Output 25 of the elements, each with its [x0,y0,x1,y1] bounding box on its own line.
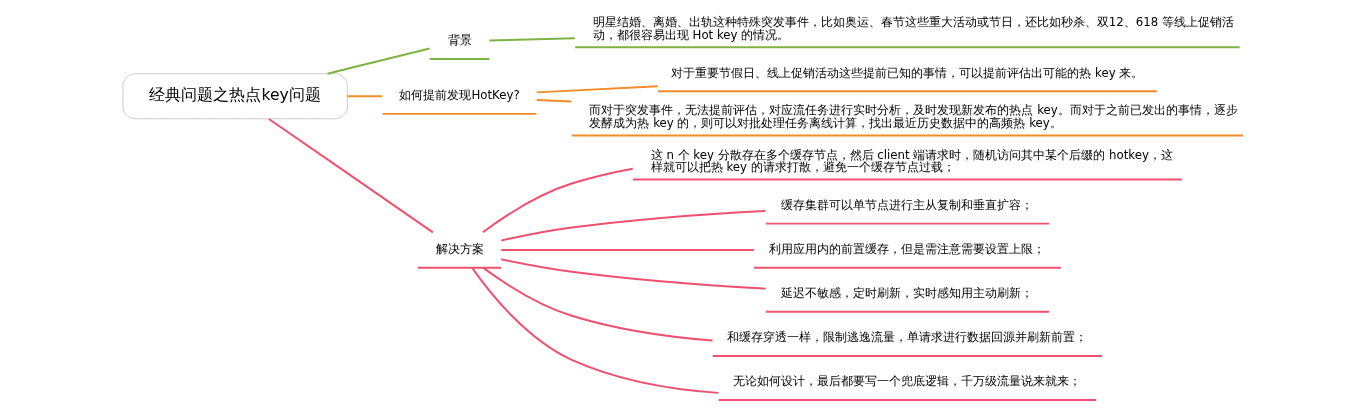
node-text: 和缓存穿透一样，限制逃逸流量，单请求进行数据回源并刷新前置； [727,330,1088,345]
connector [471,267,720,394]
node-text: 延迟不敏感，定时刷新，实时感知用主动刷新； [781,286,1034,301]
node-text: 解决方案 [435,242,484,257]
connector [500,258,767,290]
connector [481,167,634,234]
node-text: 这 n 个 key 分散存在多个缓存节点，然后 client 端请求时，随机访问其中某个后缀的 hotkey，这样就可以把热 key 的请求打散，避免一个缓存节点过载； [650,147,1173,175]
connector [267,117,434,234]
connector [500,249,755,252]
node-text: 而对于突发事件，无法提前评估，对应流任务进行实时分析，及时发现新发布的热点 key。而对于之前已发出的事情，逐步发酵成为热 key 的，则可以对批处理任务离线计算，找出最近历史数据中的高频热 key。 [589,103,1238,131]
node-text: 背景 [447,33,472,48]
connector [346,95,384,98]
node-text: 如何提前发现HotKey? [399,88,520,103]
node-box: 经典问题之热点key问题 [122,73,348,120]
connector [535,85,659,94]
node-text: 缓存集群可以单节点进行主从复制和垂直扩容； [781,198,1034,213]
node-text: 明星结婚、离婚、出轨这种特殊突发事件，比如奥运、春节这些重大活动或节日，还比如秒杀、双12、618 等线上促销活动，都很容易出现 Hot key 的情况。 [592,15,1234,43]
node-text: 利用应用内的前置缓存，但是需注意需要设置上限； [769,242,1046,257]
node-text: 对于重要节假日、线上促销活动这些提前已知的事情，可以提前评估出可能的热 key 来。 [671,65,1144,80]
connector [535,98,573,103]
connector [326,47,431,75]
node-text: 无论如何设计，最后都要写一个兜底逻辑，千万级流量说来就来； [733,374,1082,389]
connector [482,266,714,342]
connector [500,209,767,242]
connector [488,37,576,42]
